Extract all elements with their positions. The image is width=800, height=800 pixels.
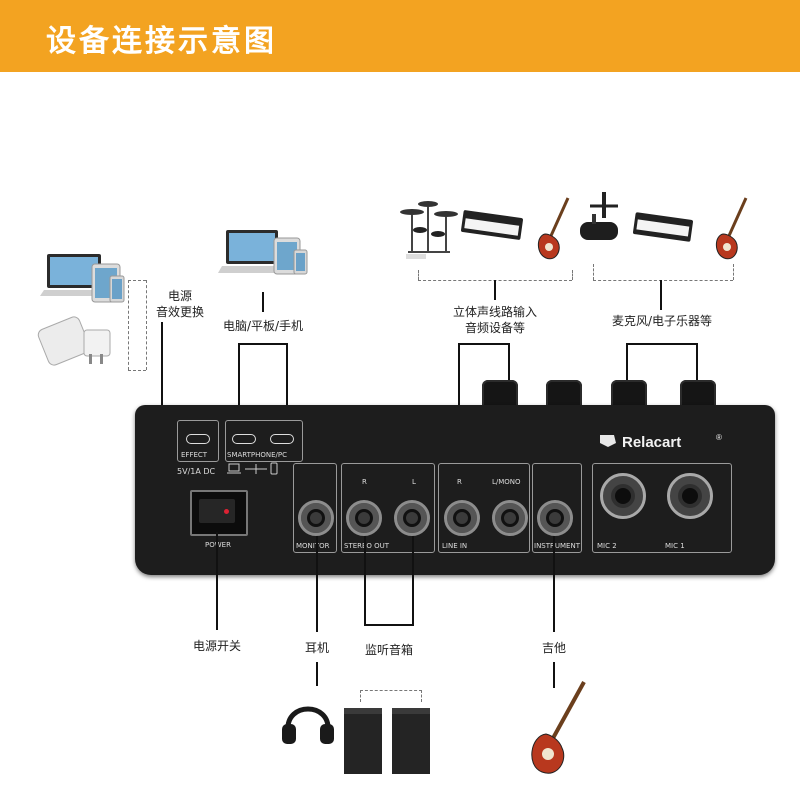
title-banner: 设备连接示意图 <box>0 0 800 72</box>
speaker-pair-illustration <box>344 708 430 774</box>
mic2-label: MIC 2 <box>597 542 617 550</box>
dashed-bracket <box>593 280 733 281</box>
label-power-switch: 电源开关 <box>192 639 241 653</box>
line-input-sources-illustration <box>400 197 570 260</box>
laptop-phone-symbol-icon <box>227 462 278 475</box>
keyboard-icon <box>633 212 693 242</box>
relacart-logo: Relacart ® <box>600 433 722 451</box>
dashed-bracket <box>421 690 422 702</box>
connector-line <box>364 536 366 626</box>
power-indicator <box>224 509 229 514</box>
stereo-out-r: R <box>362 478 367 486</box>
stereo-out-label: STEREO OUT <box>344 542 390 550</box>
connector-line <box>553 536 555 632</box>
svg-text:®: ® <box>716 433 722 442</box>
dashed-bracket <box>418 270 419 280</box>
dashed-bracket <box>360 690 422 691</box>
connector-line <box>494 280 496 300</box>
electric-guitar-icon <box>715 197 748 260</box>
dashed-bracket <box>593 264 594 280</box>
keyboard-icon <box>461 210 523 240</box>
stereo-out-l-jack[interactable] <box>394 500 430 536</box>
mic-instruments-illustration <box>580 192 748 260</box>
power-switch[interactable] <box>190 490 248 536</box>
connector-line <box>626 343 698 345</box>
laptop-icon <box>218 230 286 273</box>
dashed-bracket <box>733 264 734 280</box>
drum-kit-icon <box>400 201 458 259</box>
pc-usb-port[interactable] <box>232 434 256 444</box>
power-devices-illustration <box>37 254 125 366</box>
connector-line <box>262 292 264 312</box>
pc-devices-illustration <box>218 230 308 275</box>
power-bank-icon <box>37 316 91 366</box>
microphone-icon <box>580 192 618 240</box>
dc-spec-label: 5V/1A DC <box>177 467 216 476</box>
connector-line <box>660 280 662 310</box>
dashed-bracket <box>128 280 129 370</box>
line-in-box <box>438 463 530 553</box>
label-power: 电源 <box>167 289 192 303</box>
mic1-combo-jack[interactable] <box>667 473 713 519</box>
line-in-r: R <box>457 478 462 486</box>
mic-box <box>592 463 732 553</box>
connector-line <box>412 536 414 626</box>
label-guitar: 吉他 <box>541 641 566 655</box>
headphones-icon <box>282 706 334 744</box>
label-pc-tablet-phone: 电脑/平板/手机 <box>222 319 304 333</box>
line-in-lmono: L/MONO <box>492 478 521 486</box>
svg-text:Relacart: Relacart <box>622 434 681 451</box>
instrument-jack[interactable] <box>537 500 573 536</box>
connector-line <box>286 343 288 440</box>
dashed-bracket <box>360 690 361 702</box>
smartphone-pc-label: SMARTPHONE/PC <box>227 451 288 459</box>
effect-usb-port[interactable] <box>186 434 210 444</box>
monitor-jack[interactable] <box>298 500 334 536</box>
connector-line <box>364 624 414 626</box>
label-stereo-line-input: 立体声线路输入 <box>452 305 537 319</box>
line-in-label: LINE IN <box>442 542 468 550</box>
electric-guitar-icon <box>537 197 570 260</box>
connector-line <box>238 343 240 440</box>
mic1-label: MIC 1 <box>665 542 685 550</box>
monitor-box <box>293 463 337 553</box>
connector-line <box>316 536 318 632</box>
speaker-icon <box>344 708 382 774</box>
label-monitor-speakers: 监听音箱 <box>364 643 413 657</box>
connector-line <box>238 343 288 345</box>
electric-guitar-icon <box>531 681 586 774</box>
label-effect-swap: 音效更换 <box>155 305 204 319</box>
connector-line <box>553 662 555 688</box>
phone-icon <box>293 249 308 275</box>
mic2-combo-jack[interactable] <box>600 473 646 519</box>
dashed-bracket <box>572 270 573 280</box>
usb-charger-icon <box>83 329 111 364</box>
effect-port-box <box>177 420 219 462</box>
stereo-out-r-jack[interactable] <box>346 500 382 536</box>
dashed-bracket <box>128 370 146 371</box>
monitor-label: MONITOR <box>296 542 330 550</box>
line-in-lmono-jack[interactable] <box>492 500 528 536</box>
label-mic-instruments: 麦克风/电子乐器等 <box>611 314 713 328</box>
stereo-out-box <box>341 463 435 553</box>
phone-icon <box>109 275 125 303</box>
dashed-bracket <box>128 280 146 281</box>
connector-line <box>161 322 163 420</box>
dashed-bracket <box>146 280 147 370</box>
speaker-icon <box>392 708 430 774</box>
connector-line <box>216 532 218 630</box>
phone-usb-port[interactable] <box>270 434 294 444</box>
effect-label: EFFECT <box>181 451 208 459</box>
smartphone-pc-port-box <box>225 420 303 462</box>
laptop-icon <box>40 254 108 296</box>
page-title: 设备连接示意图 <box>46 24 277 59</box>
connector-line <box>458 343 510 345</box>
instrument-label: INSTRUMENT <box>534 542 580 550</box>
stereo-out-l: L <box>412 478 416 486</box>
connector-line <box>316 662 318 686</box>
instrument-box <box>532 463 582 553</box>
line-in-r-jack[interactable] <box>444 500 480 536</box>
label-headphones: 耳机 <box>304 641 329 655</box>
label-audio-devices: 音频设备等 <box>464 321 525 335</box>
